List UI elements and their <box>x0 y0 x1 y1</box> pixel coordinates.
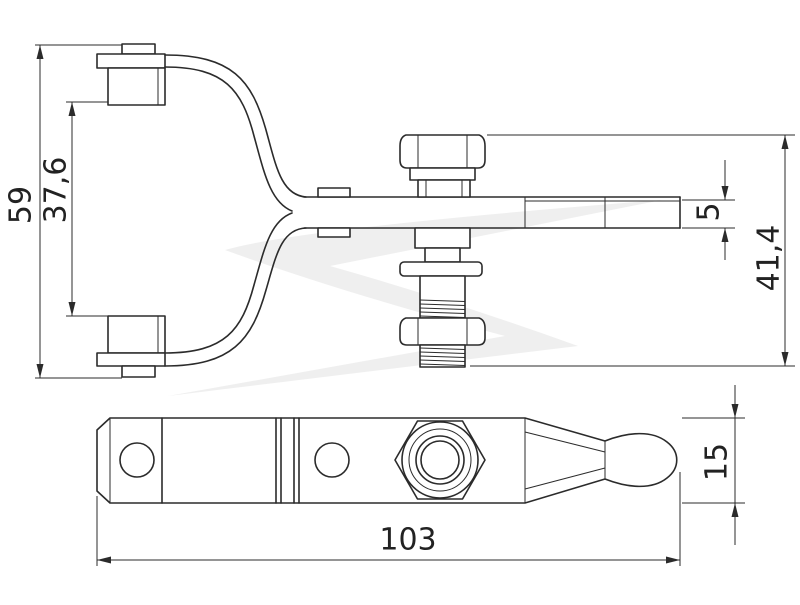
thread-line <box>419 299 466 302</box>
thread-line <box>419 359 466 362</box>
dimension-height-total: 59 <box>4 44 122 379</box>
nut-top <box>394 420 486 500</box>
lower-nut <box>399 317 486 346</box>
watermark-logo <box>168 200 662 396</box>
upper-clip <box>96 43 166 106</box>
dimension-height-bolt: 41,4 <box>470 134 795 367</box>
bolt-head <box>399 134 486 198</box>
thread-line <box>419 347 466 350</box>
thread-line <box>419 363 466 366</box>
dimension-label: 5 <box>692 202 727 221</box>
thread-line <box>419 311 466 314</box>
top-view <box>96 417 678 504</box>
dimension-label: 59 <box>4 186 39 224</box>
thread-line <box>419 307 466 310</box>
dimension-label: 15 <box>700 443 735 481</box>
thread-line <box>419 303 466 306</box>
thread-line <box>419 351 466 354</box>
bolt-thread-end <box>419 344 466 368</box>
plate-side <box>303 187 681 238</box>
thread-lower <box>419 347 466 366</box>
dimension-height-inner: 37,6 <box>39 101 108 317</box>
thread-line <box>419 355 466 358</box>
dimension-label: 41,4 <box>752 225 787 292</box>
bracket-arms <box>164 54 307 367</box>
dimension-label: 103 <box>379 523 436 558</box>
dimension-plate: 5 <box>682 160 735 260</box>
plate-top <box>96 417 678 504</box>
side-view <box>96 43 681 378</box>
lower-clip <box>96 315 166 378</box>
dimension-label: 37,6 <box>39 157 74 224</box>
dimension-length: 103 <box>96 472 681 566</box>
clip-hole <box>119 442 155 478</box>
plate-hole <box>314 442 350 478</box>
dimension-width: 15 <box>682 385 745 545</box>
